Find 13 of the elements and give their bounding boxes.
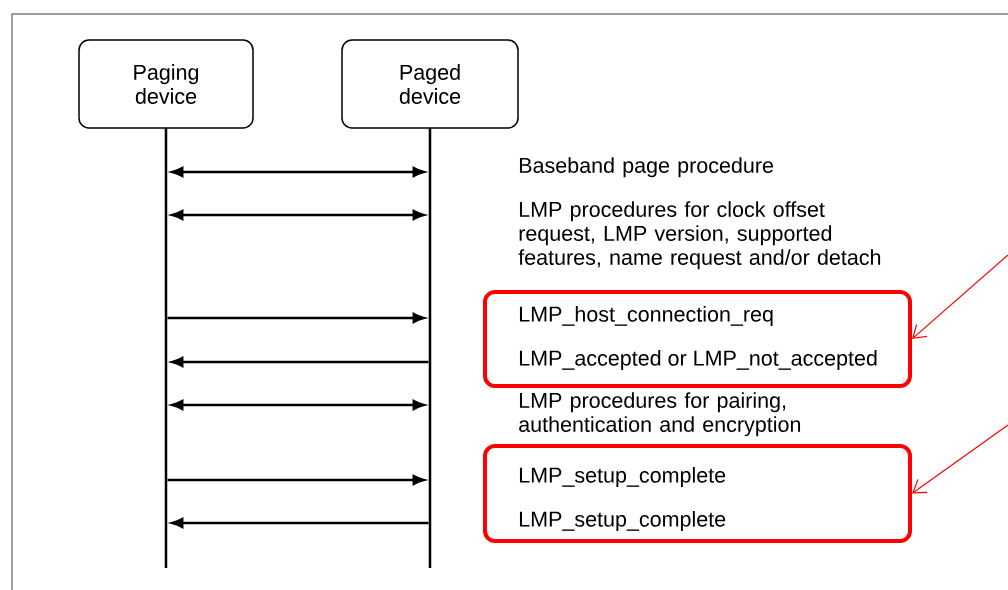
message-label: LMP_host_connection_req [519,306,773,327]
note-text: LMP procedures for clock offset request, LMP version, supported features, name request and/or detach [518,201,881,270]
message-label: LMP_setup_complete [519,467,726,488]
lifeline [164,128,168,568]
lifeline-box: Paged device [341,39,519,129]
lifeline [428,128,432,568]
note-text: Baseband page procedure [519,157,773,178]
callout-arrow [912,424,1008,494]
message-label: LMP_accepted or LMP_not_accepted [519,350,877,371]
lifeline-box: Paging device [78,39,254,129]
note-text: LMP procedures for pairing, authentication and encryption [519,392,801,437]
message-label: LMP_setup_complete [519,511,726,532]
callout-arrow [912,254,1008,339]
